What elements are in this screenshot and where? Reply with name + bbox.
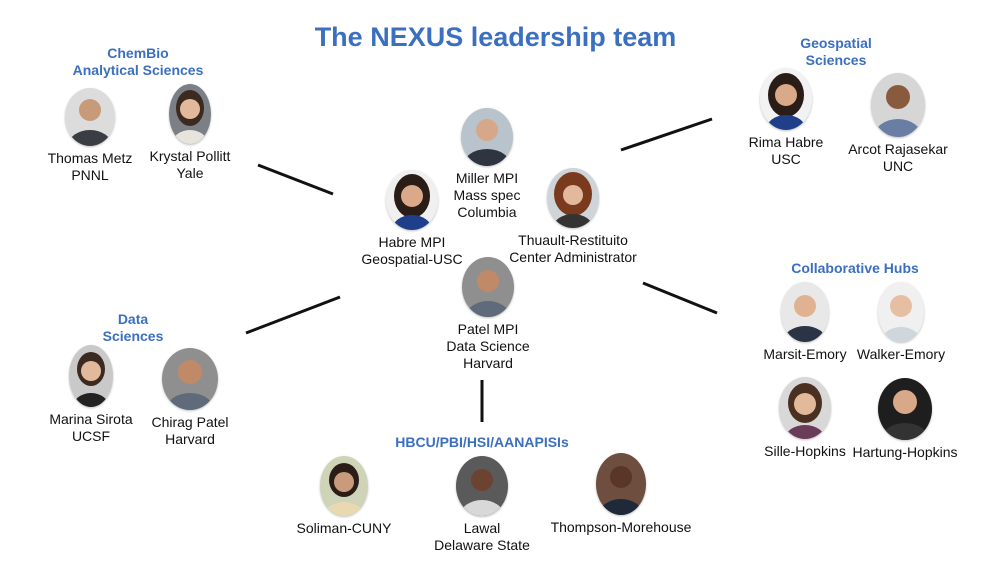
portrait-photo (596, 453, 646, 515)
portrait-photo (878, 282, 924, 342)
portrait-photo (320, 456, 368, 516)
group-chembio: ChemBio Analytical Sciences (72, 45, 204, 78)
person-hartung-hopkins: Hartung-Hopkins (825, 378, 985, 461)
group-collaborative-hubs: Collaborative Hubs (791, 260, 919, 276)
portrait-photo (781, 282, 829, 342)
group-geospatial: Geospatial Sciences (800, 35, 872, 68)
portrait-photo (461, 108, 513, 166)
connector-geospatial (620, 117, 713, 152)
connector-hubs (642, 281, 718, 315)
person-thompson-morehouse: Thompson-Morehouse (541, 453, 701, 536)
group-data-sciences: Data Sciences (102, 311, 164, 344)
portrait-photo (69, 345, 113, 407)
portrait-photo (162, 348, 218, 410)
connector-chembio (257, 163, 334, 196)
portrait-photo (779, 377, 831, 439)
portrait-photo (462, 257, 514, 317)
portrait-photo (878, 378, 932, 440)
person-soliman-cuny: Soliman-CUNY (264, 456, 424, 537)
portrait-photo (169, 84, 211, 144)
group-hbcu: HBCU/PBI/HSI/AANAPISIs (395, 434, 569, 450)
connector-data (245, 295, 341, 335)
person-walker-emory: Walker-Emory (821, 282, 981, 363)
portrait-photo (547, 168, 599, 228)
portrait-photo (456, 456, 508, 516)
person-marsit-emory: Marsit-Emory (725, 282, 885, 363)
portrait-photo (65, 88, 115, 146)
portrait-photo (386, 170, 438, 230)
page-title: The NEXUS leadership team (314, 22, 677, 52)
person-sille-hopkins: Sille-Hopkins (725, 377, 885, 460)
portrait-photo (760, 68, 812, 130)
portrait-photo (871, 73, 925, 137)
